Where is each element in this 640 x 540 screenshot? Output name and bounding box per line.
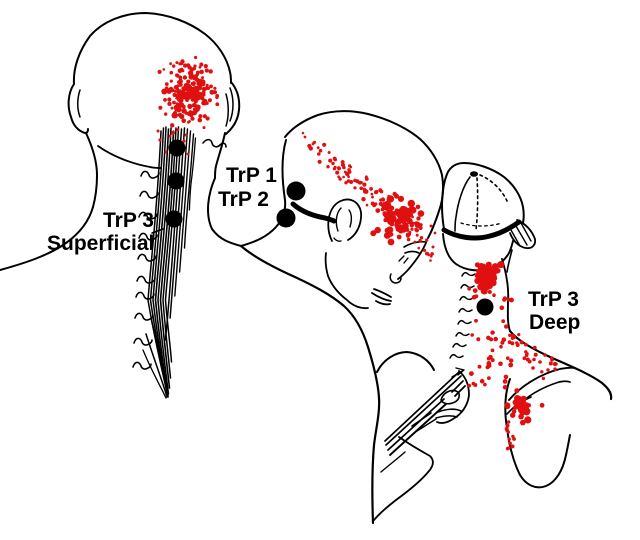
svg-text:Superficial: Superficial: [47, 232, 154, 255]
svg-text:TrP 3: TrP 3: [528, 288, 579, 311]
svg-text:TrP 3: TrP 3: [103, 209, 154, 232]
svg-text:Deep: Deep: [529, 311, 580, 334]
svg-text:TrP 1: TrP 1: [226, 164, 277, 187]
svg-text:TrP 2: TrP 2: [218, 188, 269, 211]
